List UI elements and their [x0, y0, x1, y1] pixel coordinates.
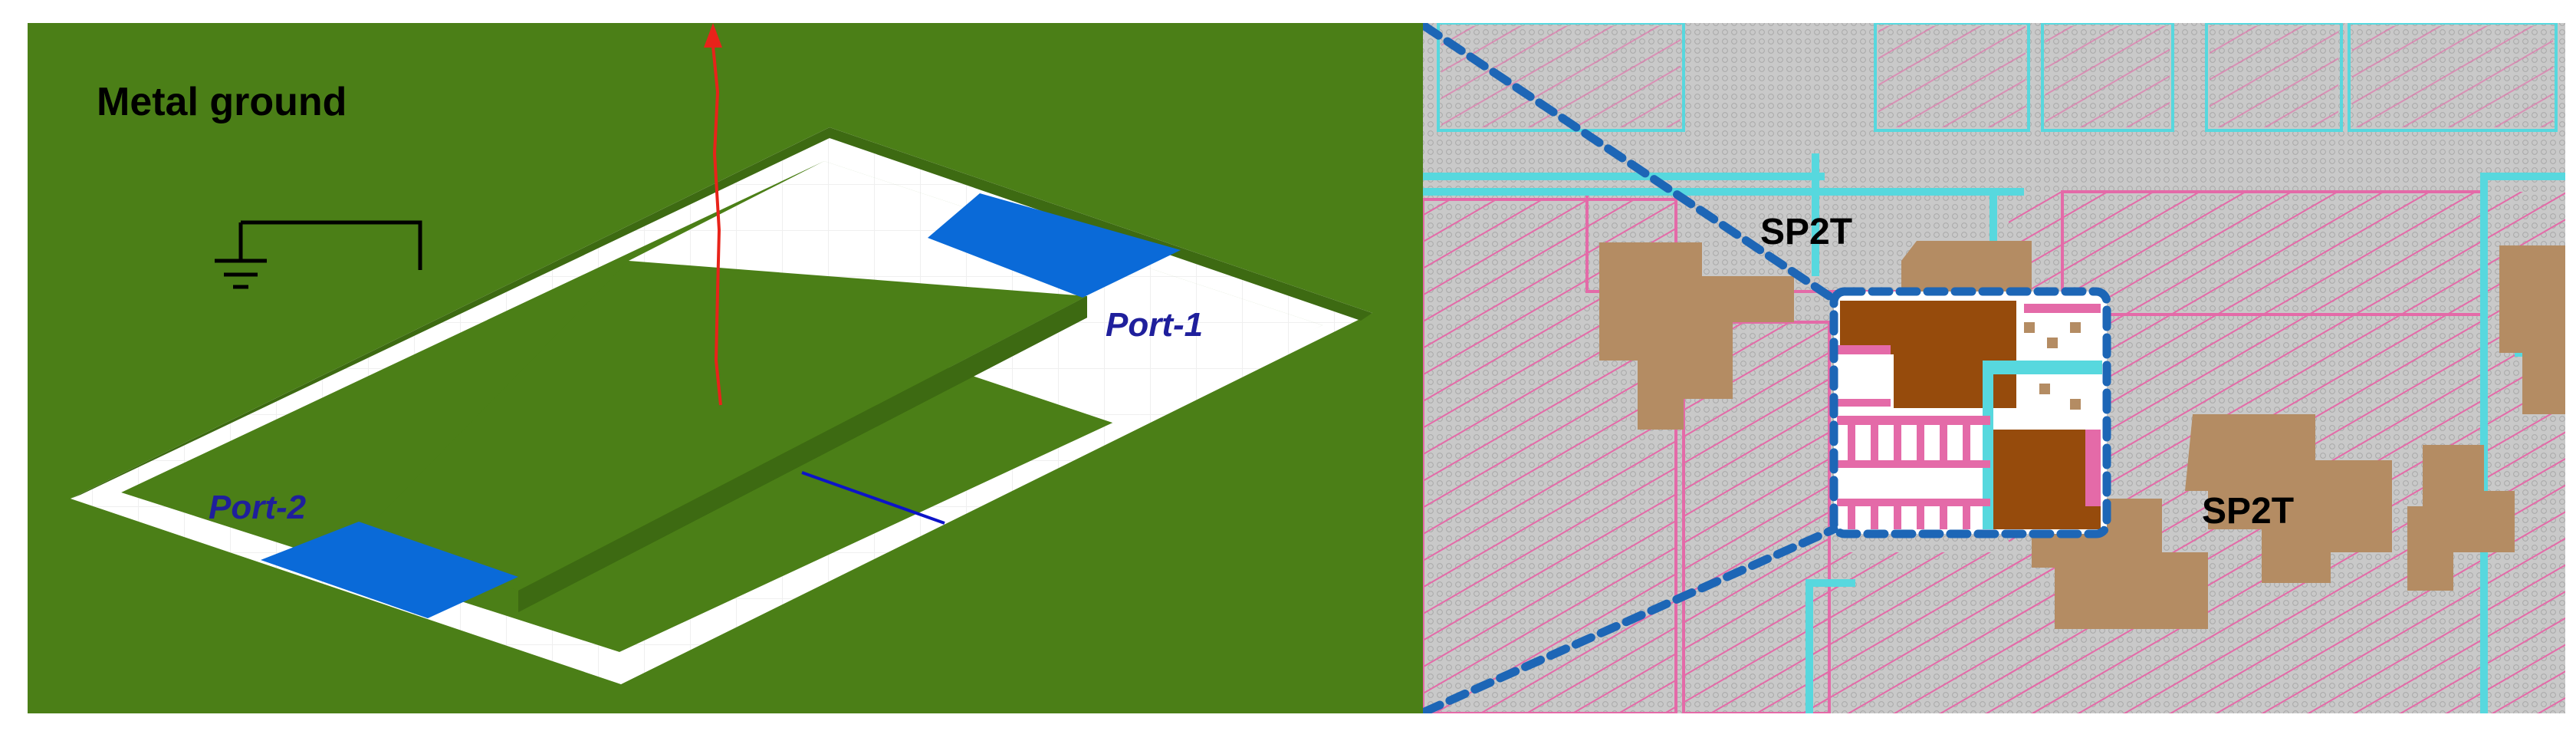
mesh-line [801, 471, 945, 525]
signal-line [359, 261, 1087, 612]
ground-label: Metal ground [97, 80, 347, 124]
layout-panel: SP2T SP2T [1423, 23, 2565, 713]
port-1-plane [928, 193, 1181, 298]
port-2-label: Port-2 [209, 489, 307, 526]
switch-core-detail [1834, 291, 2107, 534]
top-cells [1437, 23, 2558, 132]
em-model-panel: Metal ground Port-1 Port-2 [28, 23, 1423, 713]
port-2-plane [261, 522, 518, 618]
zoom-indicator [1423, 23, 2111, 713]
switch-label-1: SP2T [1760, 212, 1852, 252]
port-1-label: Port-1 [1106, 306, 1203, 344]
ground-symbol-icon [215, 220, 422, 289]
switch-label-2: SP2T [2202, 491, 2294, 532]
probe-arrow [704, 23, 722, 406]
